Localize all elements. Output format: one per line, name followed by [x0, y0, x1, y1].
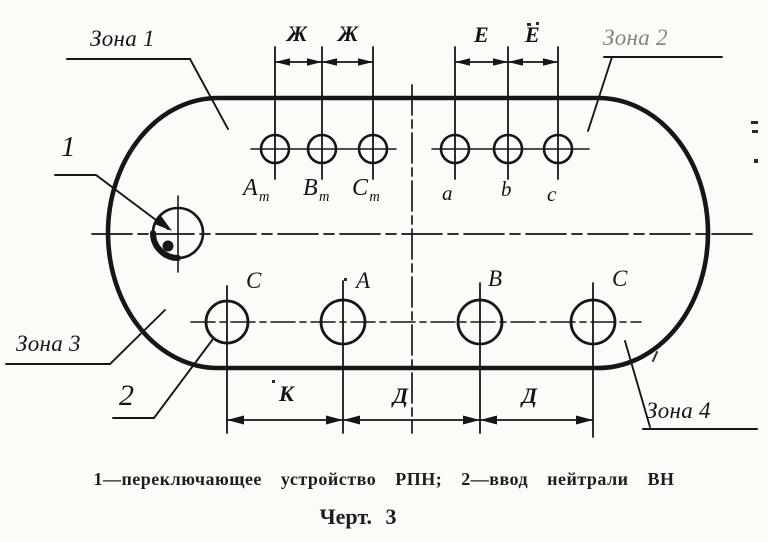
- arrowhead: [508, 58, 523, 66]
- arrowhead: [576, 415, 593, 425]
- hv-bushing-a-circle: [319, 298, 367, 346]
- speck: [536, 22, 539, 25]
- lv-bushing-c-circle: [542, 133, 574, 165]
- terminal-sub: т: [318, 188, 330, 205]
- arrowhead: [307, 58, 322, 66]
- arrowhead: [227, 415, 244, 425]
- figure-number: Черт. 3: [319, 504, 397, 529]
- hv-bushing-c-circle: [569, 298, 617, 346]
- rpn-device-ink-blob: [162, 240, 174, 252]
- mv-terminal-label-ct: Ст: [352, 176, 380, 204]
- hv-bushing-neutral-circle: [204, 299, 250, 345]
- lv-bushing-b-circle: [492, 133, 524, 165]
- arrowhead: [358, 58, 373, 66]
- dimension-e: [454, 58, 559, 66]
- arrowhead: [322, 58, 337, 66]
- lv-bushing-a-circle: [439, 133, 471, 165]
- arrowhead: [463, 415, 480, 425]
- speck: [754, 159, 758, 163]
- lv-terminal-label-a: a: [442, 181, 453, 205]
- arrowhead: [480, 415, 497, 425]
- speck: [751, 121, 758, 124]
- lv-terminal-label-b: b: [501, 177, 512, 201]
- speck: [527, 23, 531, 26]
- arrowhead: [493, 58, 508, 66]
- hv-terminal-label-c: С: [612, 266, 628, 291]
- callout-2-leader: [112, 338, 214, 419]
- center-lines: [91, 84, 757, 434]
- lv-bushings: [439, 46, 574, 180]
- dimension-zh: [274, 58, 374, 66]
- mv-bushing-bt-circle: [306, 133, 338, 165]
- arrowhead: [343, 415, 360, 425]
- terminal-base: В: [303, 175, 318, 201]
- rpn-device-shading: [150, 230, 181, 261]
- zone2-leader: [587, 56, 613, 132]
- terminal-base: С: [352, 175, 369, 201]
- hv-terminal-label-neutral: С: [246, 268, 262, 293]
- hv-terminal-label-b: В: [488, 266, 503, 291]
- dim-zh-left-label: Ж: [287, 21, 308, 46]
- speck: [652, 351, 658, 362]
- speck: [344, 278, 347, 281]
- terminal-sub: т: [369, 188, 381, 205]
- zone4-label: Зона 4: [646, 398, 711, 423]
- dim-zh-right-label: Ж: [338, 21, 359, 46]
- arrowhead: [543, 58, 558, 66]
- rpn-device: [150, 195, 205, 273]
- hv-terminal-label-a: А: [356, 268, 371, 293]
- callout-1-arrowhead: [153, 214, 172, 231]
- mv-bushing-ct-circle: [357, 133, 389, 165]
- dim-d-right-label: Д: [522, 383, 538, 408]
- drawing-linework: [5, 22, 758, 438]
- print-specks: [272, 22, 758, 383]
- dimension-k-d: [226, 415, 594, 425]
- zone3-label: Зона 3: [16, 331, 81, 356]
- arrowhead: [275, 58, 290, 66]
- mv-terminal-label-at: Ат: [243, 176, 270, 204]
- callout-leaders: [54, 174, 214, 419]
- dim-k-label: К: [279, 381, 295, 406]
- callout-2-label: 2: [119, 379, 135, 412]
- zone-leaders: [5, 56, 758, 430]
- zone1-label: Зона 1: [90, 26, 155, 51]
- callout-1-leader: [54, 174, 169, 230]
- terminal-base: А: [243, 175, 258, 201]
- arrowhead: [326, 415, 343, 425]
- lv-terminal-label-c: c: [547, 182, 557, 206]
- zone1-leader: [66, 58, 229, 130]
- arrowhead: [455, 58, 470, 66]
- callout-1-label: 1: [61, 131, 76, 163]
- dim-d-left-label: Д: [393, 383, 409, 408]
- hv-bushings: [204, 280, 617, 438]
- mv-terminal-label-bt: Вт: [303, 176, 330, 204]
- zone3-leader: [5, 309, 166, 365]
- speck: [752, 130, 758, 133]
- mv-bushings: [259, 46, 389, 180]
- hv-bushing-b-circle: [456, 298, 504, 346]
- tank-outline: [105, 95, 711, 371]
- zone2-label: Зона 2: [603, 25, 668, 50]
- zone4-leader: [624, 340, 651, 428]
- mv-bushing-at-circle: [259, 133, 291, 165]
- dim-e-right-label: Е: [525, 22, 540, 47]
- figure-legend: 1—переключающее устройство РПН; 2—ввод н…: [93, 469, 675, 489]
- dim-e-left-label: Е: [474, 22, 489, 47]
- speck: [272, 380, 275, 383]
- terminal-sub: т: [258, 188, 270, 205]
